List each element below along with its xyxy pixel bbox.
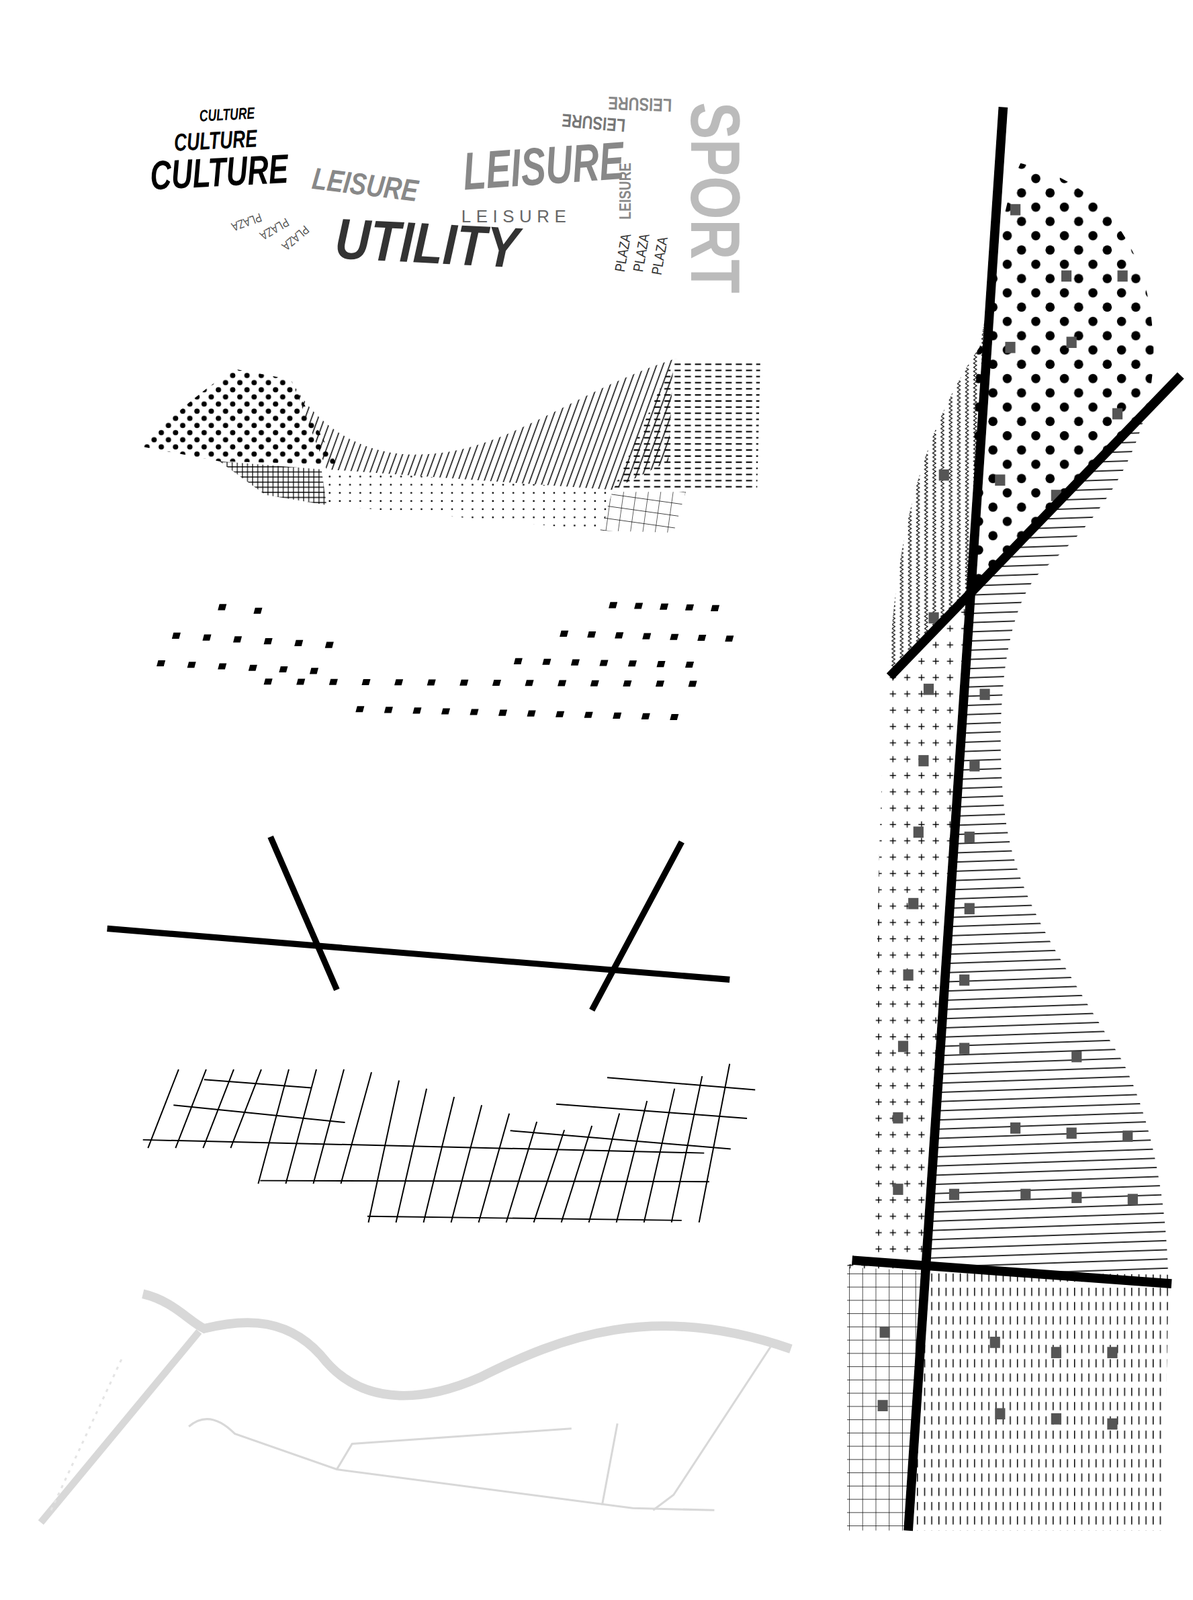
program-word: PLAZA: [229, 210, 264, 234]
program-word: PLAZA: [630, 232, 652, 273]
building-blocks: [156, 601, 734, 721]
program-word: LEISURE: [310, 163, 420, 207]
program-word: CULTURE: [198, 105, 255, 125]
program-word: LEISURE: [617, 162, 634, 219]
grid-layer: [143, 1064, 756, 1223]
program-word: LEISURE: [607, 94, 673, 115]
program-word: UTILITY: [333, 210, 520, 277]
program-word: CULTURE: [173, 126, 258, 156]
program-word: SPORT: [680, 102, 750, 294]
road-layer: [40, 1293, 792, 1523]
program-word: PLAZA: [612, 232, 634, 273]
program-word: PLAZA: [648, 235, 670, 277]
program-word: CULTURE: [149, 147, 290, 196]
program-word: LEISURE: [461, 133, 627, 199]
program-word: LEISURE: [560, 110, 627, 136]
master-plan: [816, 102, 1193, 1552]
plan-axes: [852, 107, 1181, 1531]
program-band: [137, 359, 761, 533]
axis-lines: [107, 836, 731, 1011]
